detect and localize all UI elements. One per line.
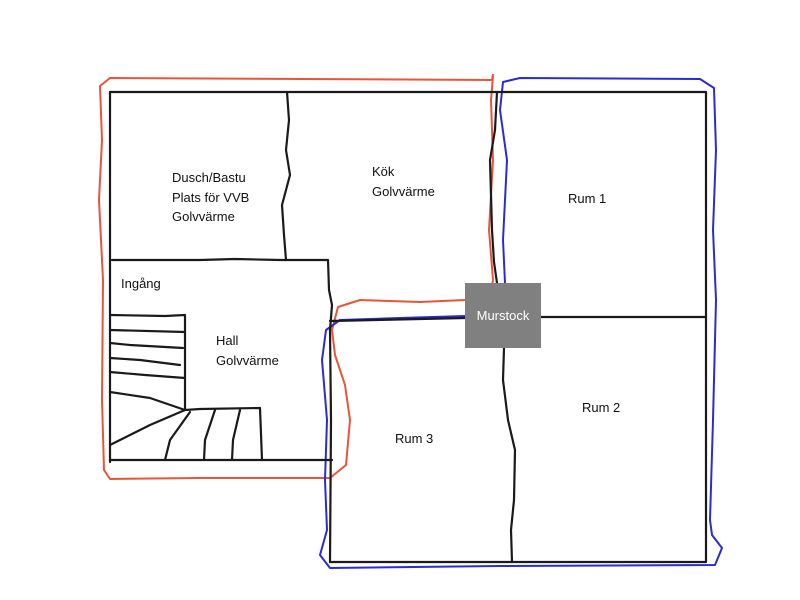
dusch-label-3: Golvvärme — [172, 209, 235, 224]
ingang-label: Ingång — [121, 276, 161, 291]
rum3-label: Rum 3 — [395, 431, 433, 446]
kok-label-1: Kök — [372, 164, 395, 179]
hall-label-2: Golvvärme — [216, 353, 279, 368]
walls — [108, 90, 708, 564]
murstock-label: Murstock — [477, 308, 530, 323]
dusch-label-1: Dusch/Bastu — [172, 170, 246, 185]
blue-zone-outline — [319, 77, 723, 569]
rum1-label: Rum 1 — [568, 191, 606, 206]
kok-label-2: Golvvärme — [372, 184, 435, 199]
rum2-label: Rum 2 — [582, 400, 620, 415]
staircase — [108, 313, 264, 462]
dusch-label-2: Plats för VVB — [172, 190, 249, 205]
hall-label-1: Hall — [216, 333, 239, 348]
murstock-block — [465, 283, 541, 348]
